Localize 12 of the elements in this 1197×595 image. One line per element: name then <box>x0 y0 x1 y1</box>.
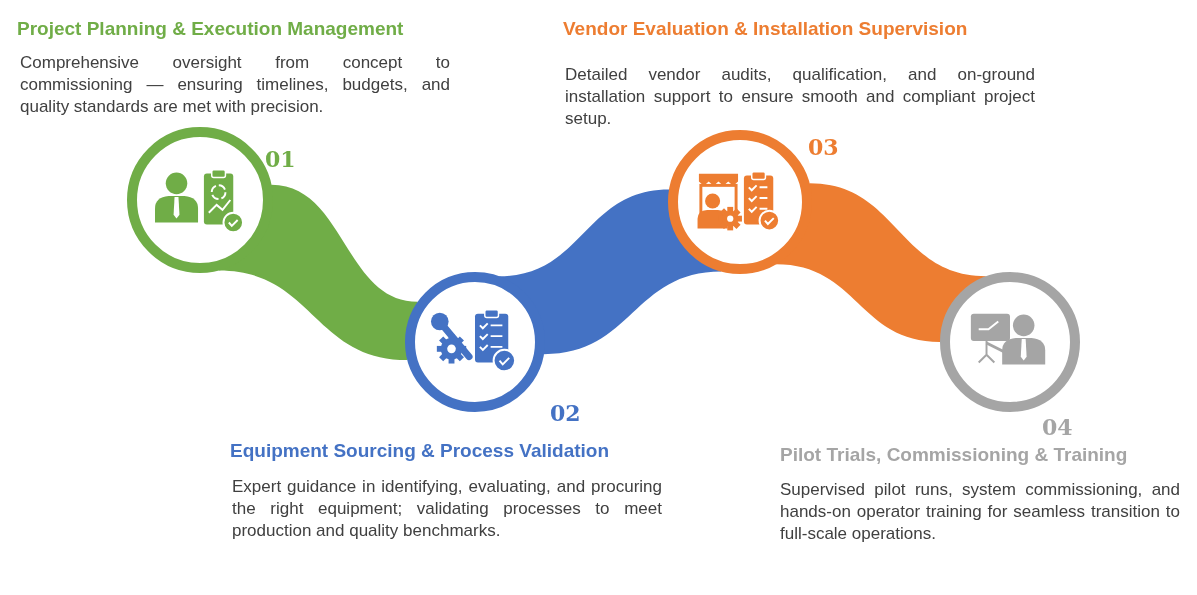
step-number: 04 <box>1042 414 1073 440</box>
step-number: 03 <box>808 134 839 160</box>
step-heading: Vendor Evaluation & Installation Supervision <box>563 18 968 40</box>
step-description: Expert guidance in identifying, evaluating, and procuring the right equipment; validating processes to meet production and quality benchmarks. <box>232 476 662 542</box>
step-description: Supervised pilot runs, system commissioning, and hands-on operator training for seamless transition to full-scale operations. <box>780 479 1180 545</box>
step-number: 02 <box>550 400 581 426</box>
step-number: 01 <box>265 146 296 172</box>
step-heading: Equipment Sourcing & Process Validation <box>230 440 610 462</box>
step-heading: Project Planning & Execution Management <box>17 18 404 40</box>
step-description: Detailed vendor audits, qualification, and on-ground installation support to ensure smooth and compliant project setup. <box>565 64 1035 130</box>
step-description: Comprehensive oversight from concept to commissioning — ensuring timelines, budgets, and quality standards are met with precision. <box>20 52 450 118</box>
step-heading: Pilot Trials, Commissioning & Training <box>780 444 1128 466</box>
